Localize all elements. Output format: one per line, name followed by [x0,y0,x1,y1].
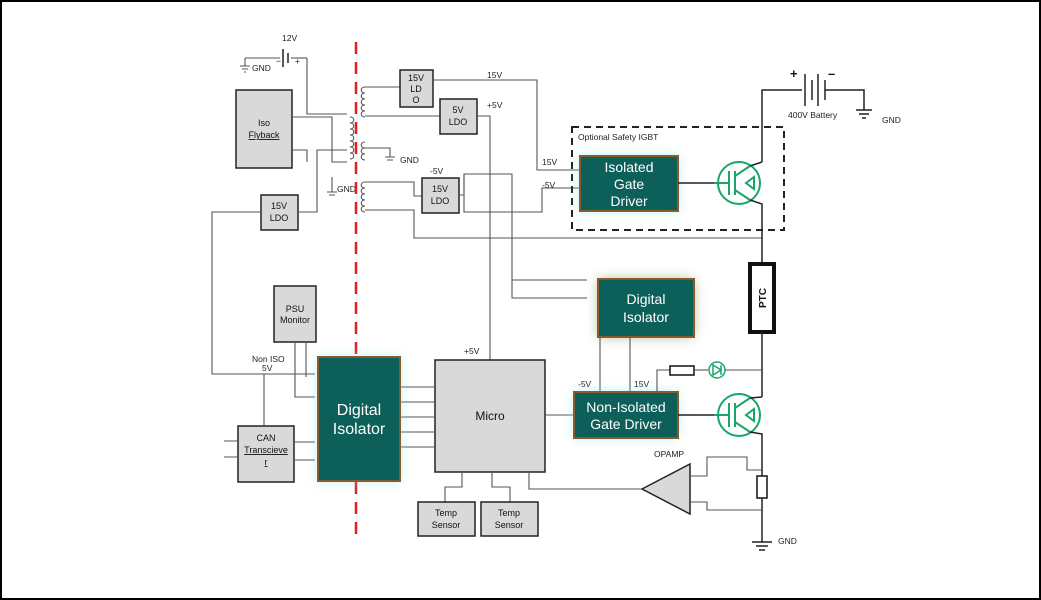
optional-safety-igbt-box: Optional Safety IGBT [571,126,785,231]
digital-isolator-left-block: Digital Isolator [317,356,401,482]
optional-safety-label: Optional Safety IGBT [578,132,658,142]
ldo-5v-block: 5V LDO [439,98,478,135]
ldo-15v-neg-block: 15V LDO [421,177,460,214]
temp-sensor-1-block: Temp Sensor [417,501,476,537]
label-15v-top: 15V [487,70,502,80]
iso-flyback-line2: Flyback [248,130,280,140]
label-15v-nig: 15V [634,379,649,389]
label-gnd-secondary: GND [400,155,419,165]
label-neg5-ldo: -5V [430,166,444,176]
digital-isolator-right-block: Digital Isolator [597,278,695,338]
label-gnd-battery: GND [882,115,901,125]
label-gnd-12v: GND [252,63,271,73]
sense-resistor-led [656,361,762,392]
label-non-iso: Non ISO [252,354,285,364]
label-plus-12v: + [295,56,300,66]
micro-block: Micro [434,359,546,473]
label-12v: 12V [282,33,297,43]
can-line3: r [265,457,268,467]
ldo-15v-left-block: 15V LDO [260,194,299,231]
psu-monitor-line2: Monitor [280,315,310,325]
nigd-line1: Non-Isolated [586,399,665,415]
opamp-icon: OPAMP [640,449,762,516]
ldo15-top-line1: 15V [408,73,424,83]
battery: + – 400V Battery GND [761,66,901,162]
isolated-gate-driver-block: Isolated Gate Driver [579,155,679,212]
ldo15-top-line2: LD [410,84,422,94]
nigd-line2: Gate Driver [590,416,662,432]
label-neg5-nig: -5V [578,379,592,389]
temp1-line2: Sensor [432,520,461,530]
can-line1: CAN [256,433,275,443]
non-isolated-gate-driver-block: Non-Isolated Gate Driver [573,391,679,439]
temp2-line1: Temp [498,508,520,518]
ldo15-neg-line1: 15V [432,184,448,194]
safety-igbt-icon [714,161,761,205]
can-transceiver-block: CAN Transciеve r [237,425,295,483]
label-5v-top: +5V [487,100,503,110]
ldo15-left-line1: 15V [271,201,287,211]
ptc-label: PTC [758,288,769,308]
battery-minus: – [828,66,835,81]
shunt-resistor [756,475,768,499]
di-right-line1: Digital [627,291,666,307]
label-minus-12v: − [276,56,281,66]
ldo-15v-top-block: 15V LD O [399,69,434,108]
temp-sensor-2-block: Temp Sensor [480,501,539,537]
igd-line1: Isolated [604,159,653,175]
opamp-label: OPAMP [654,449,684,459]
battery-plus: + [790,66,798,81]
iso-flyback-line1: Iso [258,118,270,128]
ldo5-line1: 5V [452,105,463,115]
micro-label: Micro [475,409,505,423]
igd-line3: Driver [610,193,648,209]
label-15v-iso: 15V [542,157,557,167]
ldo15-top-line3: O [412,95,419,105]
label-non-iso-5v: 5V [262,363,273,373]
label-5v-micro: +5V [464,346,480,356]
psu-monitor-line1: PSU [286,304,305,314]
transformer: GND GND [293,86,762,239]
label-gnd-shunt: GND [778,536,797,546]
ldo5-line2: LDO [449,117,468,127]
di-left-line1: Digital [337,402,381,419]
temp2-line2: Sensor [495,520,524,530]
temp1-line1: Temp [435,508,457,518]
ldo15-neg-line2: LDO [431,196,450,206]
can-line2: Transciеve [244,445,288,455]
psu-monitor-block: PSU Monitor [273,285,317,343]
supply-12v: 12V GND − + [240,33,347,115]
ptc-resistor: PTC [748,262,776,334]
di-left-line2: Isolator [333,421,386,438]
label-neg5-iso: -5V [542,180,556,190]
iso-flyback-block: Iso Flyback [235,89,293,169]
battery-label: 400V Battery [788,110,838,120]
main-igbt-icon [714,393,761,437]
di-right-line2: Isolator [623,309,669,325]
ldo15-left-line2: LDO [270,213,289,223]
label-gnd-primary: GND [337,184,356,194]
igd-line2: Gate [614,176,645,192]
